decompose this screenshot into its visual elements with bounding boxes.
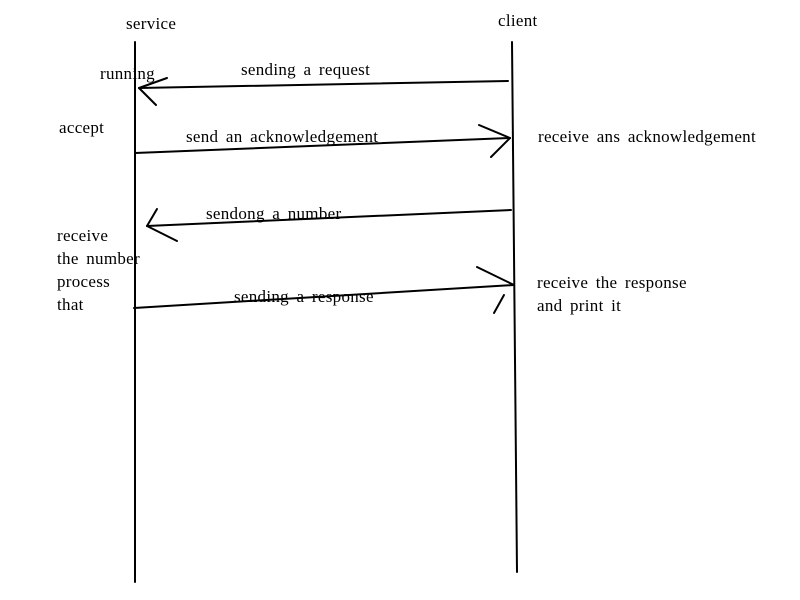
client-note-acknowledgement: receive ans acknowledgement: [538, 127, 757, 146]
message-arrow-request: [138, 77, 509, 106]
service-note-running: running: [100, 64, 155, 83]
client-note-response-line: receive the response: [537, 273, 687, 292]
message-label-request: sending a request: [241, 60, 371, 79]
client-note-response: receive the response and print it: [537, 271, 687, 317]
message-label-acknowledgement: send an acknowledgement: [186, 127, 379, 146]
service-note-accept: accept: [59, 118, 105, 137]
message-arrow-response: [133, 266, 515, 314]
service-note-process-line: receive: [57, 226, 109, 245]
service-note-process-line: the number: [57, 249, 140, 268]
service-lifeline-label: service: [126, 14, 177, 33]
message-arrow-number: [146, 208, 512, 242]
message-label-number: sendong a number: [206, 204, 342, 223]
service-note-process-line: process: [57, 272, 111, 291]
service-note-process: receive the number process that: [57, 224, 140, 316]
client-lifeline: [511, 41, 518, 573]
client-note-response-line: and print it: [537, 296, 622, 315]
client-lifeline-label: client: [498, 11, 538, 30]
message-arrow-acknowledgement: [134, 124, 511, 158]
message-label-response: sending a response: [234, 287, 374, 306]
service-note-process-line: that: [57, 295, 84, 314]
